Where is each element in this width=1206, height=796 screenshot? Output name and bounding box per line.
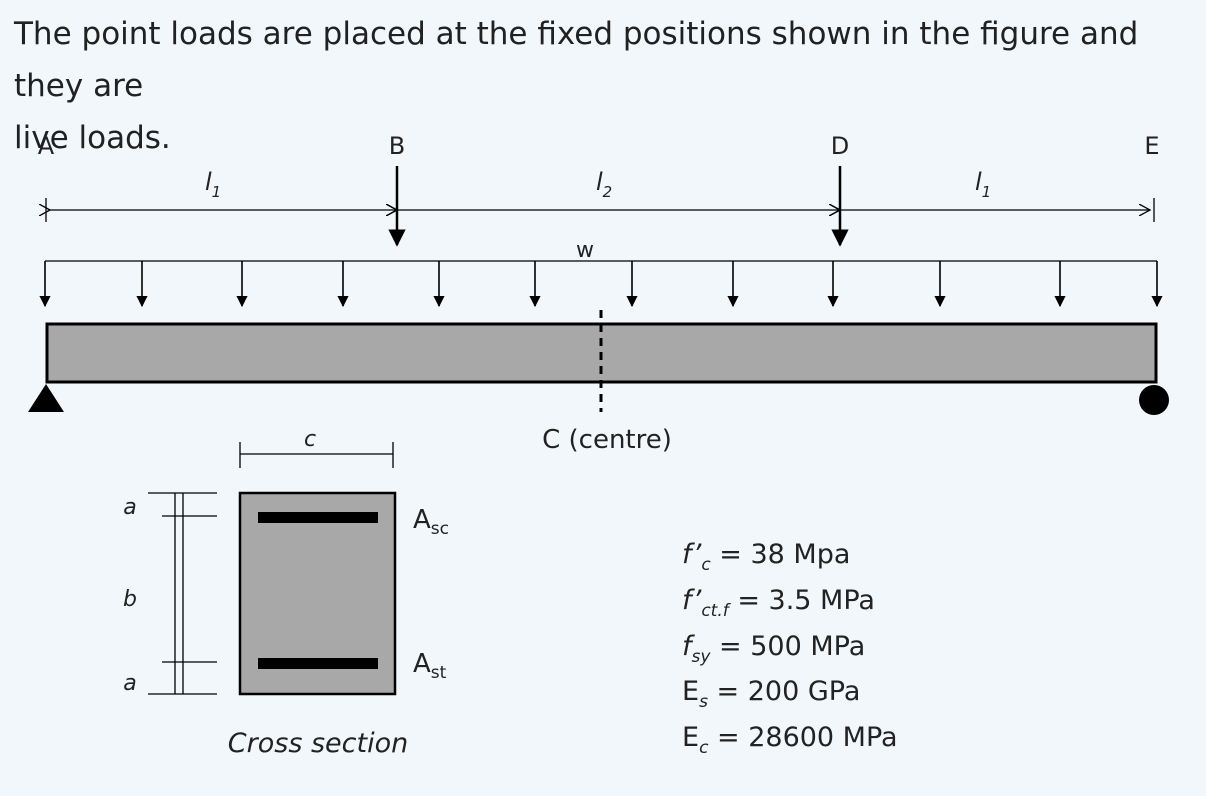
statement-line-2: live loads. xyxy=(14,120,171,156)
cross-section-caption: Cross section xyxy=(228,728,408,759)
asc-label: Asc xyxy=(413,505,449,539)
section-depth-dimensions xyxy=(148,492,217,695)
property-fc: f’c = 38 Mpa xyxy=(682,539,850,575)
property-fctf: f’ct.f = 3.5 MPa xyxy=(682,585,875,621)
point-label-b: B xyxy=(389,132,405,160)
span-dimensions xyxy=(46,198,1155,222)
top-reinforcement-bar xyxy=(258,512,378,523)
udl-label: w xyxy=(576,238,594,263)
span-label-l2: l2 xyxy=(596,168,612,201)
bottom-reinforcement-bar xyxy=(258,658,378,669)
roller-support xyxy=(1139,385,1169,415)
span-label-l1-right: l1 xyxy=(975,168,991,201)
section-width-dimension xyxy=(239,442,394,468)
dim-label-a-bottom: a xyxy=(123,671,136,696)
dim-label-a-top: a xyxy=(123,495,136,520)
span-label-l1-left: l1 xyxy=(205,168,221,201)
problem-statement: The point loads are placed at the fixed … xyxy=(14,8,1194,164)
property-ec: Ec = 28600 MPa xyxy=(682,722,898,758)
point-label-e: E xyxy=(1144,132,1159,160)
property-es: Es = 200 GPa xyxy=(682,676,860,712)
material-properties: f’c = 38 Mpa f’ct.f = 3.5 MPa fsy = 500 … xyxy=(682,539,898,758)
udl-arrows xyxy=(39,261,1163,308)
point-label-a: A xyxy=(38,132,55,160)
centre-label: C (centre) xyxy=(542,425,672,455)
property-fsy: fsy = 500 MPa xyxy=(682,631,865,667)
statement-line-1: The point loads are placed at the fixed … xyxy=(14,16,1139,104)
point-label-d: D xyxy=(831,132,849,160)
dim-label-b: b xyxy=(123,587,137,612)
pin-support xyxy=(28,384,64,412)
section-width-label: c xyxy=(304,427,316,452)
ast-label: Ast xyxy=(413,649,447,683)
